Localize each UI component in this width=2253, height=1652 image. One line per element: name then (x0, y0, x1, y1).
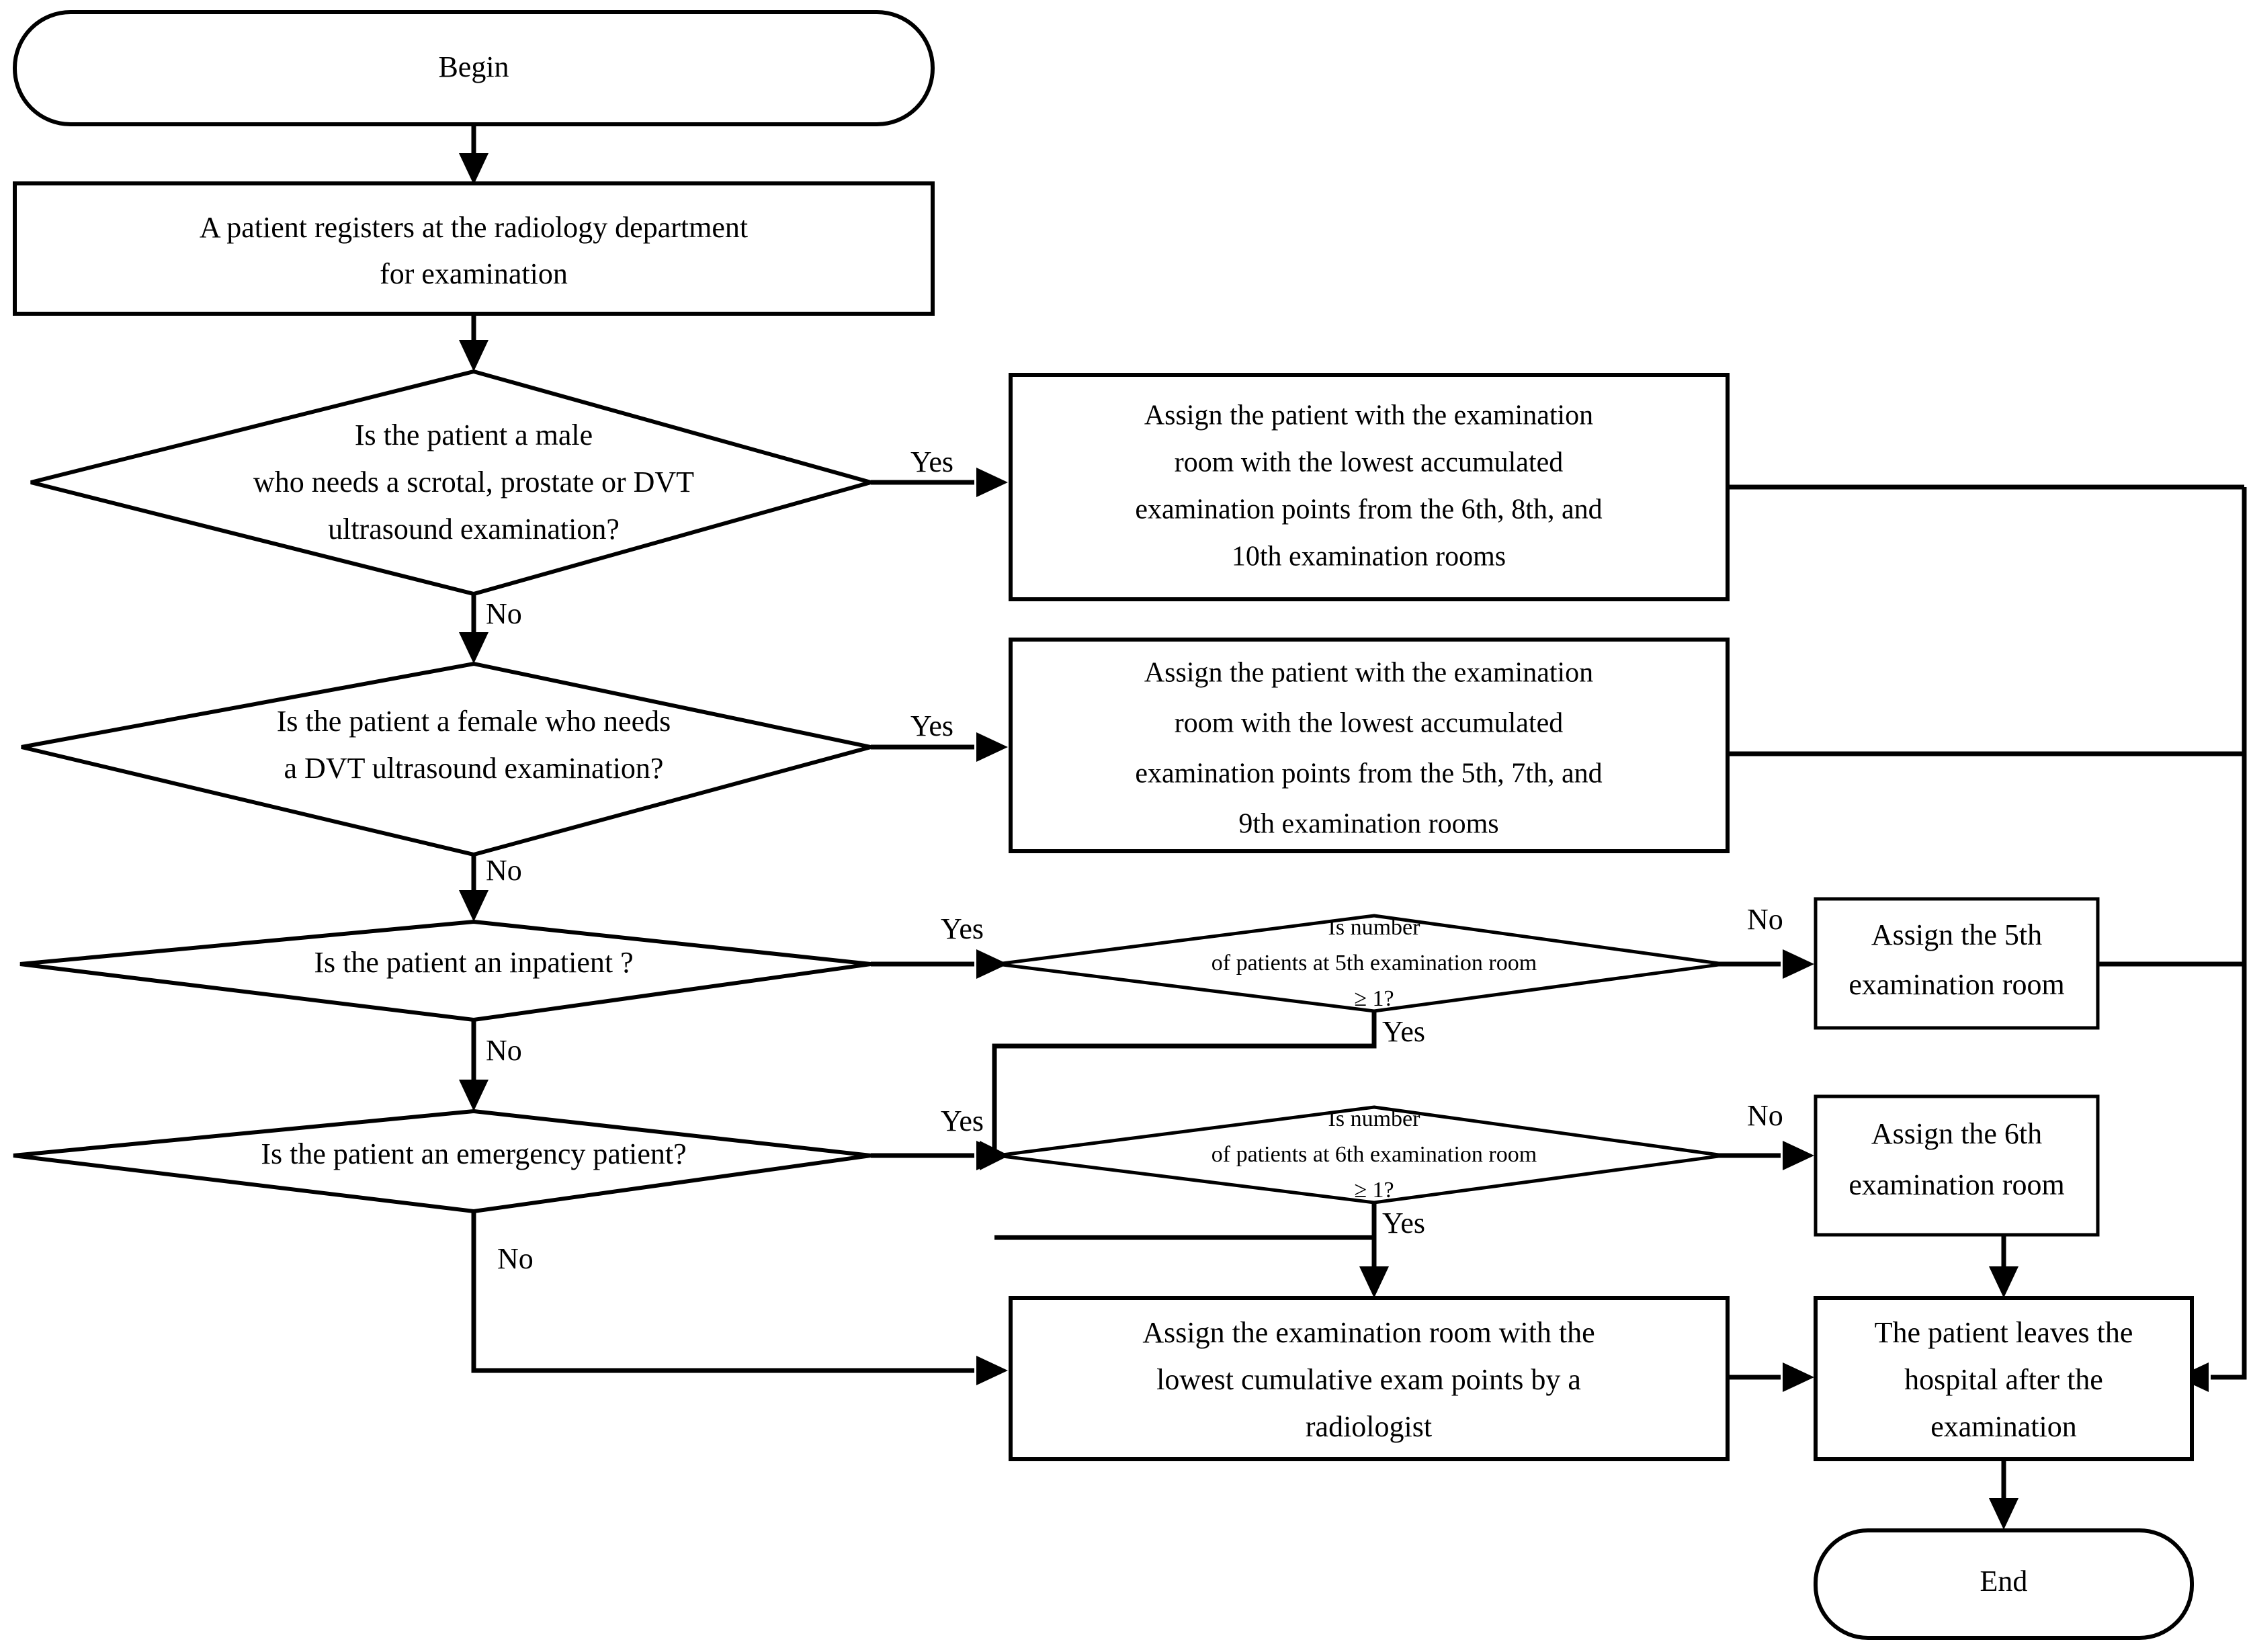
edge-label-inpatient-no: No (486, 1034, 522, 1067)
node-question-male[interactable]: Is the patient a male who needs a scrota… (30, 369, 879, 597)
edge-label-emergency-yes: Yes (941, 1104, 984, 1137)
node-register[interactable]: A patient registers at the radiology dep… (13, 181, 935, 316)
node-register-line1: A patient registers at the radiology dep… (200, 211, 748, 244)
node-question-female-line2: a DVT ultrasound examination? (284, 752, 664, 785)
edge-label-male-yes: Yes (910, 445, 953, 478)
node-patient-leaves[interactable]: The patient leaves the hospital after th… (1814, 1296, 2194, 1461)
edge-register-to-male (459, 314, 488, 372)
question-room5-line3: ≥ 1? (1354, 986, 1394, 1011)
question-room6-line2: of patients at 6th examination room (1211, 1142, 1537, 1167)
assign-room5-line1: Assign the 5th (1871, 918, 2042, 951)
assign-lowest-line1: Assign the examination room with the (1142, 1316, 1595, 1349)
edge-label-female-yes: Yes (910, 709, 953, 742)
node-question-emergency-line1: Is the patient an emergency patient? (261, 1137, 686, 1170)
edge-inpatient-yes (871, 949, 1008, 979)
assign-male-line2: room with the lowest accumulated (1175, 447, 1564, 478)
edge-label-female-no: No (486, 854, 522, 887)
node-begin-label: Begin (438, 50, 509, 83)
assign-female-line1: Assign the patient with the examination (1144, 658, 1593, 689)
assign-lowest-line3: radiologist (1306, 1410, 1432, 1443)
edge-begin-to-register (459, 124, 488, 185)
node-assign-room6[interactable]: Assign the 6th examination room (1814, 1094, 2100, 1237)
edge-inpatient-no (459, 1020, 488, 1111)
edge-leave-to-end (1989, 1458, 2018, 1530)
node-question-inpatient[interactable]: Is the patient an inpatient ? (19, 919, 872, 1023)
assign-female-line3: examination points from the 5th, 7th, an… (1135, 758, 1602, 789)
question-room5-line1: Is number (1328, 915, 1421, 940)
question-room5-line2: of patients at 5th examination room (1211, 951, 1537, 975)
edge-label-room5-no: No (1747, 903, 1783, 936)
edge-label-room6-no: No (1747, 1099, 1783, 1132)
edge-label-male-no: No (486, 597, 522, 630)
edge-emergency-yes (871, 1141, 1008, 1170)
assign-female-line4: 9th examination rooms (1238, 809, 1498, 840)
node-question-room6-count[interactable]: Is number of patients at 6th examination… (996, 1105, 1724, 1205)
edge-room6-yes (994, 1203, 1389, 1298)
assign-male-line1: Assign the patient with the examination (1144, 400, 1593, 431)
node-assign-lowest-points[interactable]: Assign the examination room with the low… (1009, 1296, 1730, 1461)
assign-male-line4: 10th examination rooms (1232, 541, 1506, 572)
edge-label-inpatient-yes: Yes (941, 912, 984, 945)
question-room6-line1: Is number (1328, 1106, 1421, 1131)
node-question-male-line1: Is the patient a male (355, 419, 593, 451)
edge-female-no (459, 855, 488, 922)
edge-right-rail (2177, 487, 2247, 1392)
edge-label-emergency-no: No (497, 1242, 534, 1275)
leave-line2: hospital after the (1904, 1363, 2103, 1396)
node-end-label: End (1980, 1565, 2028, 1598)
node-assign-room5[interactable]: Assign the 5th examination room (1814, 897, 2100, 1030)
assign-lowest-line2: lowest cumulative exam points by a (1156, 1363, 1581, 1396)
node-assign-female-rooms[interactable]: Assign the patient with the examination … (1009, 638, 1730, 853)
node-question-room5-count[interactable]: Is number of patients at 5th examination… (996, 914, 1724, 1013)
assign-female-line2: room with the lowest accumulated (1175, 708, 1564, 739)
question-room6-line3: ≥ 1? (1354, 1178, 1394, 1203)
node-question-emergency[interactable]: Is the patient an emergency patient? (13, 1108, 872, 1214)
node-question-female[interactable]: Is the patient a female who needs a DVT … (21, 661, 872, 857)
edge-emergency-no (471, 1211, 1008, 1385)
edge-male-yes (871, 468, 1008, 497)
edge-label-room5-yes: Yes (1382, 1015, 1425, 1048)
node-question-inpatient-line1: Is the patient an inpatient ? (314, 946, 633, 979)
node-question-male-line2: who needs a scrotal, prostate or DVT (253, 466, 694, 498)
edge-room6box-to-leave (1989, 1235, 2018, 1298)
edge-female-yes (871, 732, 1008, 762)
edge-male-no (459, 594, 488, 664)
edge-lowest-to-leave (1728, 1362, 1814, 1392)
assign-male-line3: examination points from the 6th, 8th, an… (1135, 494, 1602, 525)
node-begin[interactable]: Begin (13, 10, 935, 126)
node-question-female-line1: Is the patient a female who needs (277, 705, 671, 738)
assign-room6-line1: Assign the 6th (1871, 1117, 2042, 1150)
assign-room5-line2: examination room (1848, 968, 2064, 1001)
leave-line3: examination (1930, 1410, 2077, 1443)
node-end[interactable]: End (1814, 1528, 2194, 1640)
node-question-male-line3: ultrasound examination? (328, 513, 620, 546)
edge-label-room6-yes: Yes (1382, 1207, 1425, 1240)
leave-line1: The patient leaves the (1875, 1316, 2133, 1349)
node-register-line2: for examination (380, 257, 568, 290)
assign-room6-line2: examination room (1848, 1168, 2064, 1201)
node-assign-male-rooms[interactable]: Assign the patient with the examination … (1009, 373, 1730, 601)
